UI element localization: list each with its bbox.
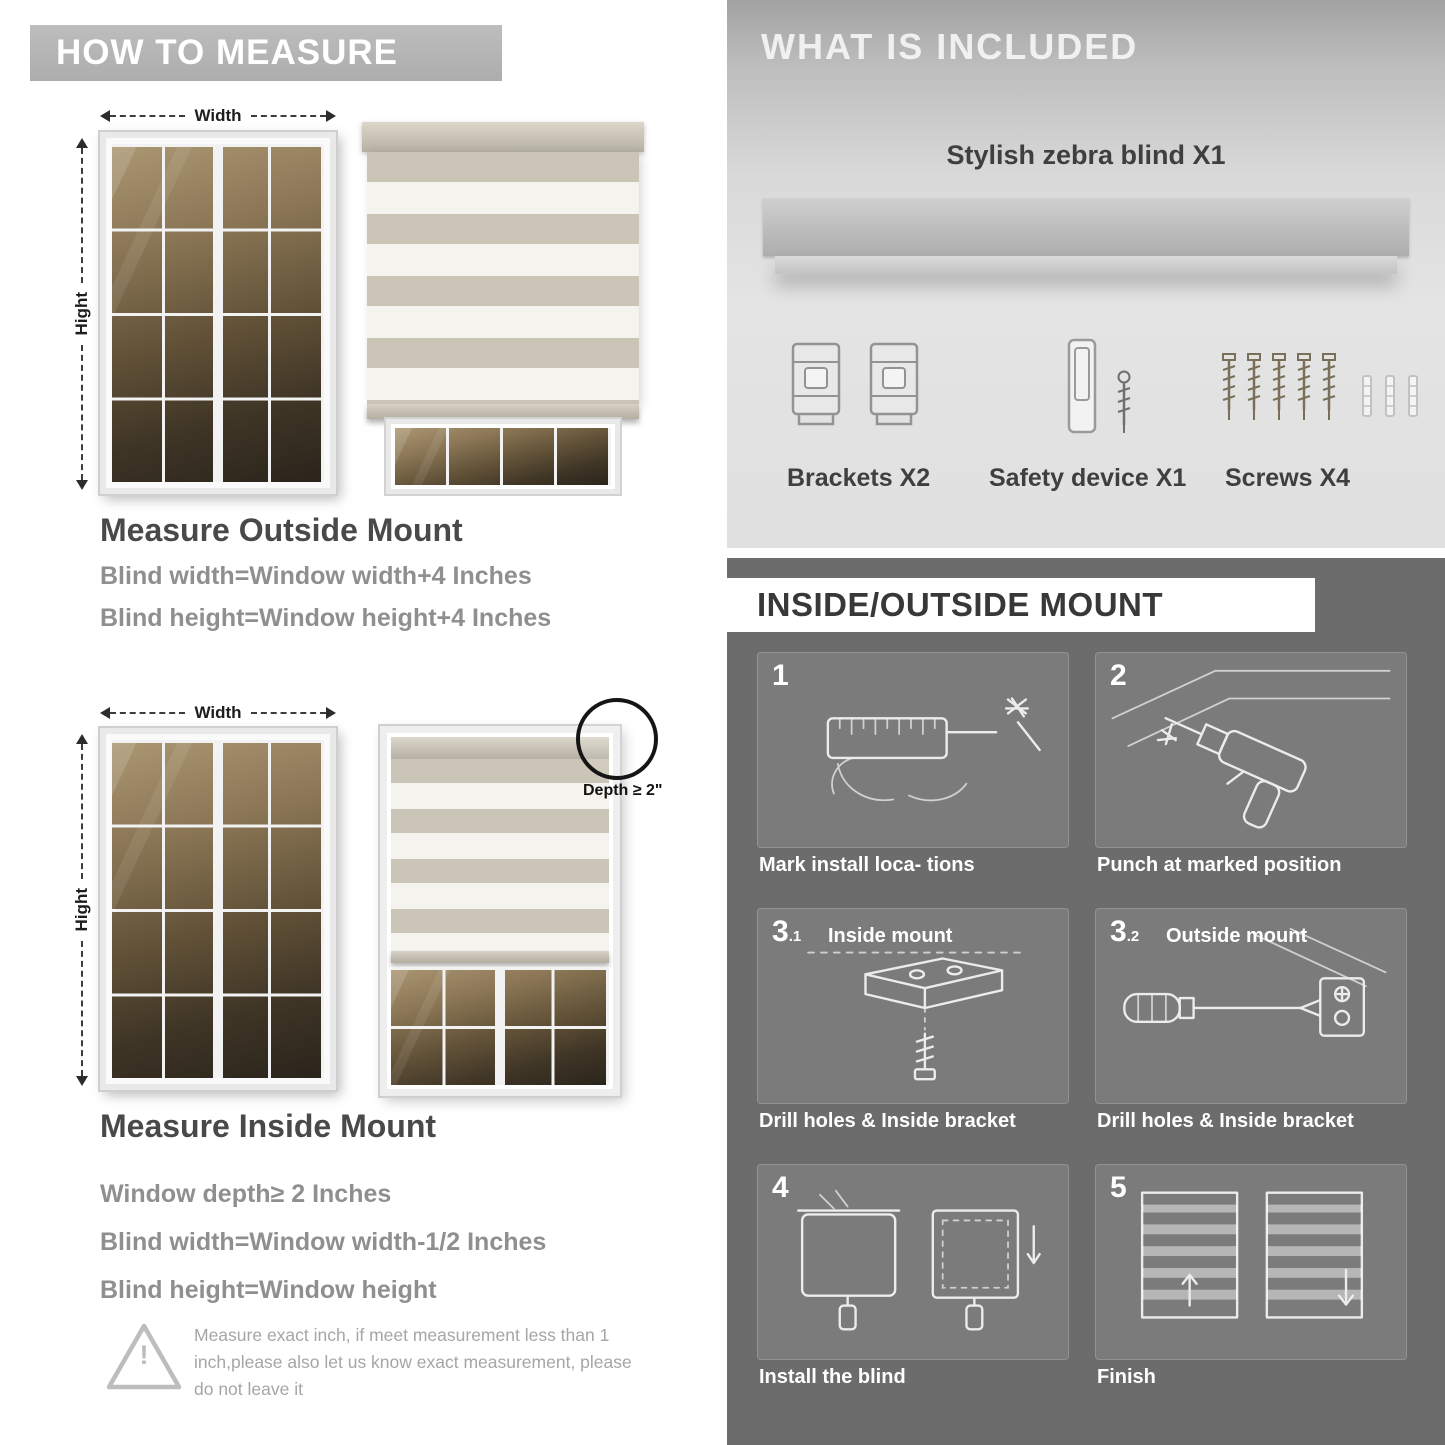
- arrow-down-icon: [76, 480, 88, 490]
- zebra-blind-label: Stylish zebra blind X1: [946, 140, 1226, 170]
- safety-device-label: Safety device X1: [989, 464, 1187, 492]
- what-is-included-section: WHAT IS INCLUDED Stylish zebra blind X1: [727, 0, 1445, 548]
- step-panel-4: 4: [757, 1164, 1069, 1360]
- height-label: Hight: [72, 888, 91, 932]
- inside-formula-height: Blind height=Window height: [100, 1276, 437, 1304]
- step-panel-3-1: 3.1 Inside mount: [757, 908, 1069, 1104]
- mount-banner: INSIDE/OUTSIDE MOUNT: [727, 578, 1315, 632]
- install-blind-illustration: [796, 1189, 1041, 1331]
- screw-icon: [1117, 370, 1131, 433]
- step-number: 1: [772, 659, 789, 692]
- zebra-blind-inside-illustration: [380, 726, 620, 1096]
- height-label: Hight: [72, 292, 91, 336]
- height-dimension-outside: Hight: [72, 138, 92, 490]
- arrow-left-icon: [100, 707, 110, 719]
- arrow-down-icon: [76, 1076, 88, 1086]
- screw-icon: [1297, 353, 1311, 420]
- step-panel-5: 5: [1095, 1164, 1407, 1360]
- step-caption-5: Finish: [1097, 1366, 1156, 1388]
- arrow-right-icon: [326, 707, 336, 719]
- window-photo-inside: [100, 728, 336, 1090]
- inside-formula-width: Blind width=Window width-1/2 Inches: [100, 1228, 547, 1256]
- step-caption-3-2: Drill holes & Inside bracket: [1097, 1110, 1354, 1132]
- safety-device-icon: [1067, 338, 1097, 434]
- step-number: 3.2: [1110, 915, 1140, 948]
- inside-formula-depth: Window depth≥ 2 Inches: [100, 1180, 392, 1208]
- arrow-left-icon: [100, 110, 110, 122]
- mount-section: INSIDE/OUTSIDE MOUNT 1: [727, 558, 1445, 1445]
- blind-bottom-rail: [367, 404, 639, 419]
- bracket-icon: [869, 342, 919, 426]
- window-photo-outside: [100, 132, 336, 494]
- arrow-up-icon: [76, 138, 88, 148]
- step-caption-1: Mark install loca- tions: [759, 854, 975, 876]
- outside-formula-height: Blind height=Window height+4 Inches: [100, 604, 552, 632]
- step-number: 3.1: [772, 915, 802, 948]
- inside-mount-title: Measure Inside Mount: [100, 1108, 437, 1144]
- blind-cassette: [391, 737, 609, 759]
- brackets-label: Brackets X2: [787, 464, 931, 492]
- bracket-icon: [791, 342, 841, 426]
- measure-note: Measure exact inch, if meet measurement …: [194, 1325, 632, 1400]
- outside-bracket-illustration: [1123, 927, 1387, 1037]
- blind-cassette: [362, 122, 644, 152]
- step-panel-2: 2: [1095, 652, 1407, 848]
- mark-location-illustration: [826, 697, 1041, 802]
- outside-mount-title: Measure Outside Mount: [100, 512, 463, 548]
- step-caption-4: Install the blind: [759, 1366, 906, 1388]
- blind-stripes: [367, 152, 639, 404]
- step-title: Outside mount: [1166, 925, 1308, 947]
- arrow-right-icon: [326, 110, 336, 122]
- step-number: 4: [772, 1171, 789, 1204]
- height-dimension-inside: Hight: [72, 734, 92, 1086]
- blind-headrail-image: [763, 198, 1409, 256]
- blind-headrail-lip: [775, 256, 1397, 274]
- warning-exclamation: !: [139, 1340, 149, 1370]
- blind-stripes: [391, 759, 609, 951]
- step-number: 2: [1110, 659, 1127, 692]
- included-header: WHAT IS INCLUDED: [761, 26, 1139, 67]
- safety-device-icons: [1063, 336, 1133, 436]
- outside-formula-width: Blind width=Window width+4 Inches: [100, 562, 532, 590]
- step-panel-3-2: 3.2 Outside mount: [1095, 908, 1407, 1104]
- inside-bracket-illustration: [807, 951, 1021, 1081]
- width-label: Width: [194, 106, 242, 125]
- brackets-icons: [785, 336, 925, 432]
- anchor-icon: [1385, 375, 1395, 417]
- width-dimension-inside: Width: [100, 703, 336, 723]
- screw-icon: [1272, 353, 1286, 420]
- blind-bottom-rail: [391, 951, 609, 963]
- width-dimension-outside: Width: [100, 106, 336, 126]
- how-to-measure-banner: HOW TO MEASURE: [30, 25, 502, 81]
- depth-callout-circle: [576, 698, 658, 780]
- screw-icon: [1322, 353, 1336, 420]
- anchor-icon: [1408, 375, 1418, 417]
- screw-icon: [1247, 353, 1261, 420]
- arrow-up-icon: [76, 734, 88, 744]
- step-number: 5: [1110, 1171, 1127, 1204]
- depth-label: Depth ≥ 2": [583, 782, 663, 799]
- drill-illustration: [1111, 669, 1391, 829]
- step-caption-2: Punch at marked position: [1097, 854, 1342, 876]
- screws-icons: [1221, 352, 1420, 424]
- step-panel-1: 1: [757, 652, 1069, 848]
- window-below-blind: [386, 419, 620, 494]
- warning-icon: [106, 1323, 182, 1390]
- step-title: Inside mount: [828, 925, 953, 947]
- zebra-blind-outside-illustration: [362, 122, 644, 494]
- window-glass: [112, 740, 324, 1078]
- step-caption-3-1: Drill holes & Inside bracket: [759, 1110, 1016, 1132]
- width-label: Width: [194, 703, 242, 722]
- window-glass: [112, 144, 324, 482]
- anchor-icon: [1362, 375, 1372, 417]
- screws-label: Screws X4: [1225, 464, 1351, 492]
- window-below-blind: [391, 967, 609, 1085]
- screw-icon: [1222, 353, 1236, 420]
- finish-illustration: [1140, 1191, 1364, 1319]
